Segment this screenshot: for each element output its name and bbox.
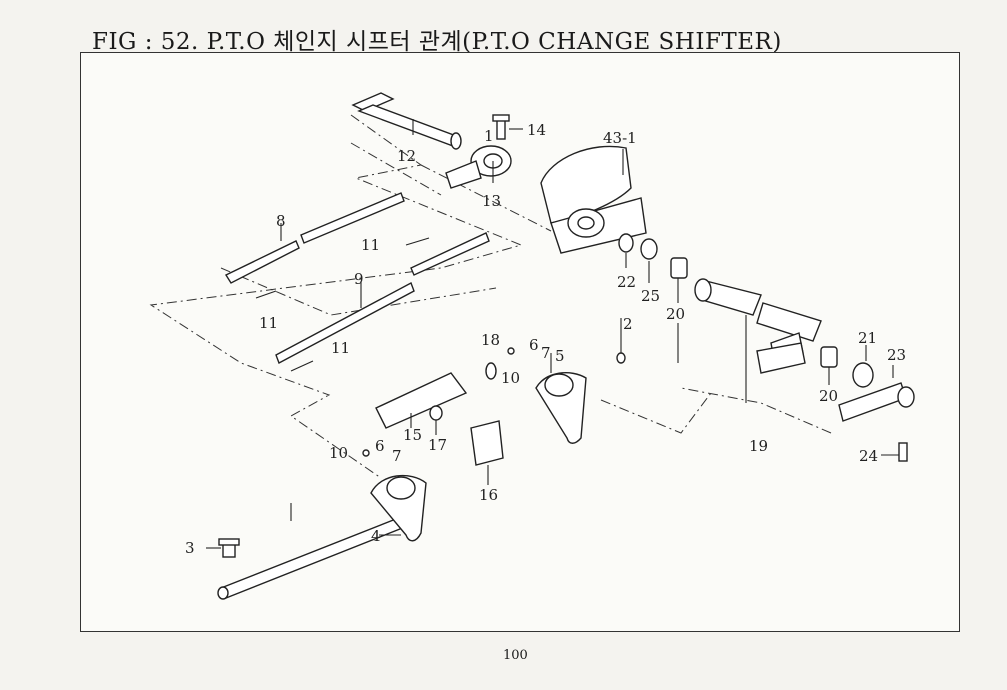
page-number: 100 (503, 648, 528, 663)
callout-label: 6 (529, 336, 539, 354)
callout-label: 2 (623, 315, 633, 333)
bolt-14 (492, 114, 510, 140)
small-parts (362, 347, 626, 457)
shaft-19 (694, 278, 822, 374)
callout-label: 8 (276, 212, 286, 230)
callout-label: 11 (259, 314, 278, 332)
plate-8 (224, 192, 405, 284)
callout-label: 5 (555, 347, 565, 365)
clips-11 (255, 237, 430, 372)
callout-label: 13 (482, 192, 501, 210)
collar-20 (670, 257, 838, 368)
callout-label: 11 (361, 236, 380, 254)
callout-label: 14 (527, 121, 546, 139)
callout-label: 18 (481, 331, 500, 349)
arm-23 (838, 382, 915, 422)
bolt-3 (218, 538, 240, 558)
callout-label: 20 (666, 305, 685, 323)
callout-label: 23 (887, 346, 906, 364)
figure-title: FIG : 52. P.T.O 체인지 시프터 관계(P.T.O CHANGE … (92, 29, 782, 55)
callout-label: 20 (819, 387, 838, 405)
guide-planes (149, 114, 832, 479)
callout-label: 11 (331, 339, 350, 357)
exploded-parts-diagram: 1 2 3 4 5 6 6 7 7 8 9 10 10 11 11 11 12 … (149, 92, 915, 600)
callout-label: 21 (858, 329, 877, 347)
part-13-boss (445, 145, 512, 189)
callout-label: 25 (641, 287, 660, 305)
callout-label: 4 (371, 527, 381, 545)
callout-label: 24 (859, 447, 878, 465)
plate-15 (375, 372, 468, 429)
callout-label: 7 (392, 447, 402, 465)
callout-label: 7 (541, 344, 551, 362)
callout-label: 19 (749, 437, 768, 455)
pin-24 (898, 442, 908, 462)
leader-lines (206, 119, 899, 549)
shaft-12 (351, 92, 462, 150)
callout-label: 15 (403, 426, 422, 444)
snap-ring-22-25 (618, 233, 658, 260)
callout-label: 10 (501, 369, 520, 387)
fork-5 (535, 372, 587, 444)
plate-9 (275, 232, 490, 364)
housing-43-1 (540, 145, 647, 254)
callout-label: 9 (354, 270, 364, 288)
callout-label: 12 (397, 147, 416, 165)
callout-label: 17 (428, 436, 447, 454)
callout-label: 22 (617, 273, 636, 291)
callout-label: 6 (375, 437, 385, 455)
callout-label: 16 (479, 486, 498, 504)
shaft-1 (217, 512, 416, 600)
callout-label: 1 (484, 127, 494, 145)
callout-label: 10 (329, 444, 348, 462)
ring-21 (852, 362, 874, 388)
callout-label: 3 (185, 539, 195, 557)
callout-label: 43-1 (603, 129, 637, 147)
fork-4 (370, 474, 427, 542)
block-16 (470, 420, 504, 466)
diagram-frame: 1 2 3 4 5 6 6 7 7 8 9 10 10 11 11 11 12 … (80, 52, 960, 632)
